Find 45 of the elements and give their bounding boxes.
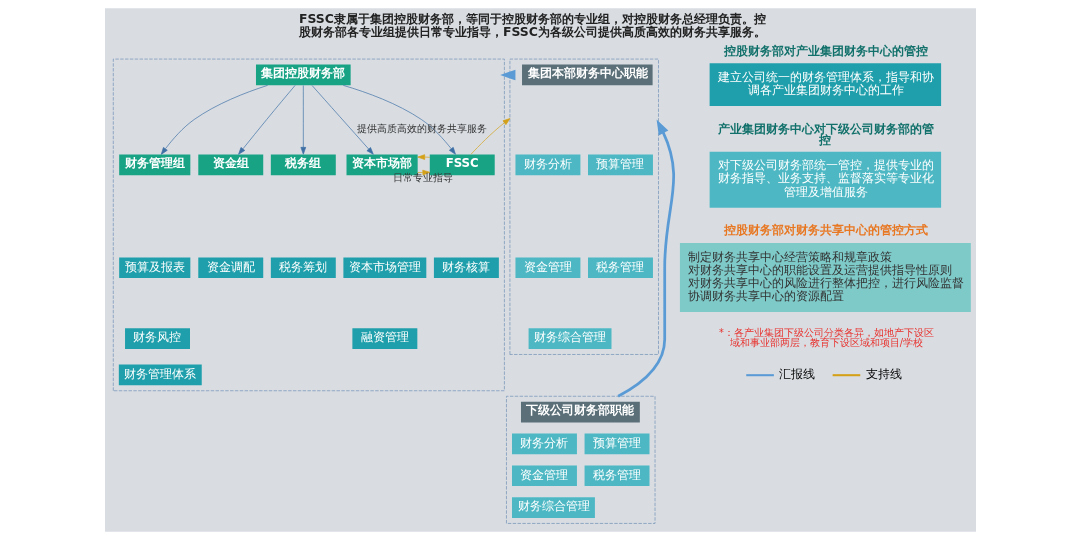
arrow — [237, 85, 295, 155]
arrow — [160, 85, 268, 155]
node-box: 税务管理 — [587, 257, 653, 279]
node-box: 预算管理 — [587, 154, 653, 176]
node-box: 下级公司财务部职能 — [520, 401, 640, 423]
diagram-title: FSSC隶属于集团控股财务部，等同于控股财务部的专业组，对控股财务总经理负责。控股财务部各专业组提供日常专业指导，FSSC为各级公司提供高质高效的财务共享服务。 — [298, 11, 766, 39]
arrow — [342, 85, 456, 155]
node-box: 预算管理 — [584, 433, 649, 455]
node-box: 建立公司统一的财务管理体系，指导和协调各产业集团财务中心的工作 — [709, 63, 941, 107]
node-box: 资本市场管理 — [342, 257, 426, 279]
node-box: 资金管理 — [511, 465, 577, 487]
node-box: 财务管理组 — [118, 154, 190, 176]
node-label: 产业集团财务中心对下级公司财务部的管控 — [717, 121, 934, 148]
arrow — [416, 154, 430, 160]
node-box: 财务分析 — [514, 154, 580, 176]
node-box: 财务核算 — [433, 257, 499, 279]
node-box: 资金组 — [197, 154, 263, 176]
node-box: 集团控股财务部 — [255, 64, 351, 86]
node-box: 制定财务共享中心经营策略和规章政策 对财务共享中心的职能设置及运营提供指导性原则 对财务共享中心的风险进行整体把控，进行风险监督 协调财务共享中心的资源配置 — [679, 242, 971, 312]
node-box: 财务综合管理 — [511, 497, 595, 518]
node-box: 融资管理 — [351, 328, 417, 349]
edge-label: 提供高质高效的财务共享服务 — [356, 122, 487, 135]
node-box: 对下级公司财务部统一管控，提供专业的财务指导、业务支持、监督落实等专业化管理及增值服务 — [709, 151, 941, 208]
node-box: 财务风控 — [124, 328, 190, 349]
node-label: 控股财务部对产业集团财务中心的管控 — [723, 43, 928, 58]
node-box: 财务分析 — [511, 433, 577, 455]
node-box: 资金调配 — [197, 257, 263, 279]
node-box: 税务筹划 — [270, 257, 336, 279]
arrow — [499, 69, 515, 81]
arrow — [470, 118, 510, 155]
label: *：各产业集团下级公司分类各异，如地产下设区域和事业部两层，教育下设区域和项目/学校 — [718, 326, 934, 349]
node-box: 集团本部财务中心职能 — [521, 64, 653, 86]
node-box: 资金管理 — [514, 257, 580, 279]
arrow — [311, 85, 374, 155]
node-box: 财务综合管理 — [528, 328, 611, 349]
arrow — [300, 85, 306, 155]
node-box: 预算及报表 — [118, 257, 190, 279]
cluster — [505, 395, 655, 524]
node-label: 控股财务部对财务共享中心的管控方式 — [723, 223, 928, 238]
legend-label: 支持线 — [865, 367, 902, 382]
node-box: 财务管理体系 — [118, 364, 202, 386]
legend-label: 汇报线 — [778, 367, 815, 382]
node-box: 税务管理 — [584, 465, 649, 487]
arrow — [616, 119, 675, 398]
node-box: 税务组 — [270, 154, 336, 176]
